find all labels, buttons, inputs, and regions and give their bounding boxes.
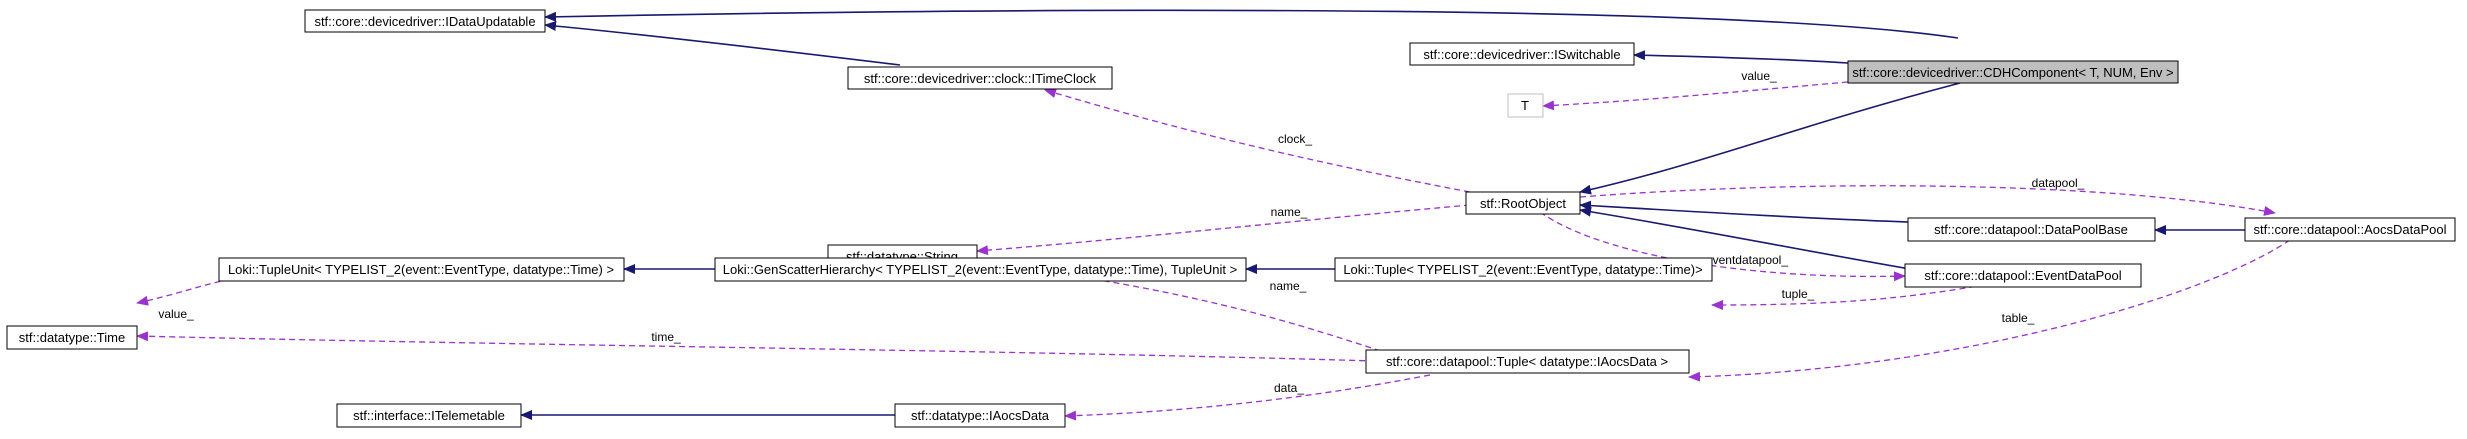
node-label: stf::core::datapool::DataPoolBase — [1934, 222, 2128, 237]
node-itimeclock[interactable]: stf::core::devicedriver::clock::ITimeClo… — [847, 66, 1113, 90]
node-lokituple[interactable]: Loki::Tuple< TYPELIST_2(event::EventType… — [1334, 257, 1713, 282]
node-label: stf::core::devicedriver::ISwitchable — [1423, 47, 1620, 62]
node-label: Loki::GenScatterHierarchy< TYPELIST_2(ev… — [723, 262, 1237, 277]
node-dptuple[interactable]: stf::core::datapool::Tuple< datatype::IA… — [1365, 349, 1690, 374]
node-label: stf::datatype::Time — [19, 330, 125, 345]
node-label: stf::core::devicedriver::IDataUpdatable — [314, 14, 535, 29]
inherit-edge-cdhcomponent-idataupdatable — [544, 9, 1959, 39]
node-label: Loki::Tuple< TYPELIST_2(event::EventType… — [1343, 262, 1702, 277]
node-label: stf::core::datapool::Tuple< datatype::IA… — [1386, 354, 1668, 369]
edge-label-name-tuple: name_ — [1270, 279, 1307, 293]
node-datapoolbase[interactable]: stf::core::datapool::DataPoolBase — [1907, 217, 2156, 242]
edge-label-table: table_ — [2002, 311, 2035, 325]
inherit-edge-itimeclock-idataupdatable — [544, 21, 901, 66]
edge-label-time: time_ — [651, 330, 681, 344]
usage-edge-rootobject-aocsdatapool: datapool_ — [1579, 176, 2276, 216]
edge-label-clock: clock_ — [1278, 132, 1312, 146]
node-eventdatapool[interactable]: stf::core::datapool::EventDataPool — [1904, 263, 2142, 288]
usage-edge-dptuple-string: name_ — [976, 258, 1391, 355]
edge-label-name-root: name_ — [1271, 205, 1308, 219]
node-label: stf::RootObject — [1480, 196, 1566, 211]
usage-edge-dptuple-iaocsdata: data_ — [1064, 374, 1431, 421]
node-label: stf::core::datapool::EventDataPool — [1924, 268, 2121, 283]
edge-label-data: data_ — [1274, 381, 1304, 395]
inherit-edge-cdhcomponent-rootobject — [1579, 82, 1961, 195]
node-cdhcomponent[interactable]: stf::core::devicedriver::CDHComponent< T… — [1847, 60, 2179, 84]
edge-label-value-time: value_ — [158, 307, 194, 321]
node-label: stf::core::devicedriver::CDHComponent< T… — [1852, 65, 2173, 80]
node-idataupdatable[interactable]: stf::core::devicedriver::IDataUpdatable — [304, 9, 546, 33]
usage-edge-rootobject-itimeclock: clock_ — [1044, 88, 1471, 193]
inherit-edge-eventdatapool-rootobject — [1579, 206, 1911, 270]
nodes: stf::core::devicedriver::IDataUpdatable … — [6, 9, 2456, 428]
usage-edge-cdhcomponent-t: value_ — [1542, 69, 1849, 111]
node-time[interactable]: stf::datatype::Time — [6, 325, 138, 350]
node-iaocsdata[interactable]: stf::datatype::IAocsData — [894, 403, 1066, 428]
usage-edge-dptuple-time: time_ — [136, 330, 1376, 362]
inherit-edge-datapoolbase-rootobject — [1579, 200, 1909, 223]
usage-edge-rootobject-string: name_ — [976, 204, 1471, 256]
node-label: Loki::TupleUnit< TYPELIST_2(event::Event… — [228, 262, 614, 277]
node-tupleunit[interactable]: Loki::TupleUnit< TYPELIST_2(event::Event… — [218, 257, 625, 282]
node-label: stf::core::datapool::AocsDataPool — [2254, 222, 2447, 237]
inherit-edge-cdhcomponent-iswitchable — [1633, 50, 1849, 64]
node-t[interactable]: T — [1507, 93, 1544, 118]
usage-edge-aocsdatapool-dptuple: table_ — [1688, 239, 2291, 382]
node-itelemetable[interactable]: stf::interface::ITelemetable — [336, 403, 522, 428]
edge-label-eventdatapool: eventdatapool_ — [1706, 253, 1788, 267]
usage-edge-eventdatapool-lokituple: tuple_ — [1711, 282, 1996, 310]
edge-label-datapool: datapool_ — [2032, 176, 2085, 190]
node-iswitchable[interactable]: stf::core::devicedriver::ISwitchable — [1409, 42, 1635, 66]
usage-edge-tupleunit-time: value_ — [136, 276, 241, 321]
edges: value_ clock_ name_ datapool_ — [136, 9, 2291, 421]
edge-label-tuple: tuple_ — [1782, 287, 1815, 301]
node-label: stf::core::devicedriver::clock::ITimeClo… — [864, 71, 1097, 86]
node-aocsdatapool[interactable]: stf::core::datapool::AocsDataPool — [2244, 217, 2456, 242]
node-genscatter[interactable]: Loki::GenScatterHierarchy< TYPELIST_2(ev… — [714, 257, 1247, 282]
node-label: stf::datatype::IAocsData — [911, 408, 1050, 423]
usage-edge-rootobject-eventdatapool: eventdatapool_ — [1539, 211, 1906, 282]
node-label: T — [1521, 98, 1529, 113]
edge-label-value: value_ — [1741, 69, 1777, 83]
node-label: stf::interface::ITelemetable — [353, 408, 505, 423]
node-rootobject[interactable]: stf::RootObject — [1465, 191, 1581, 215]
